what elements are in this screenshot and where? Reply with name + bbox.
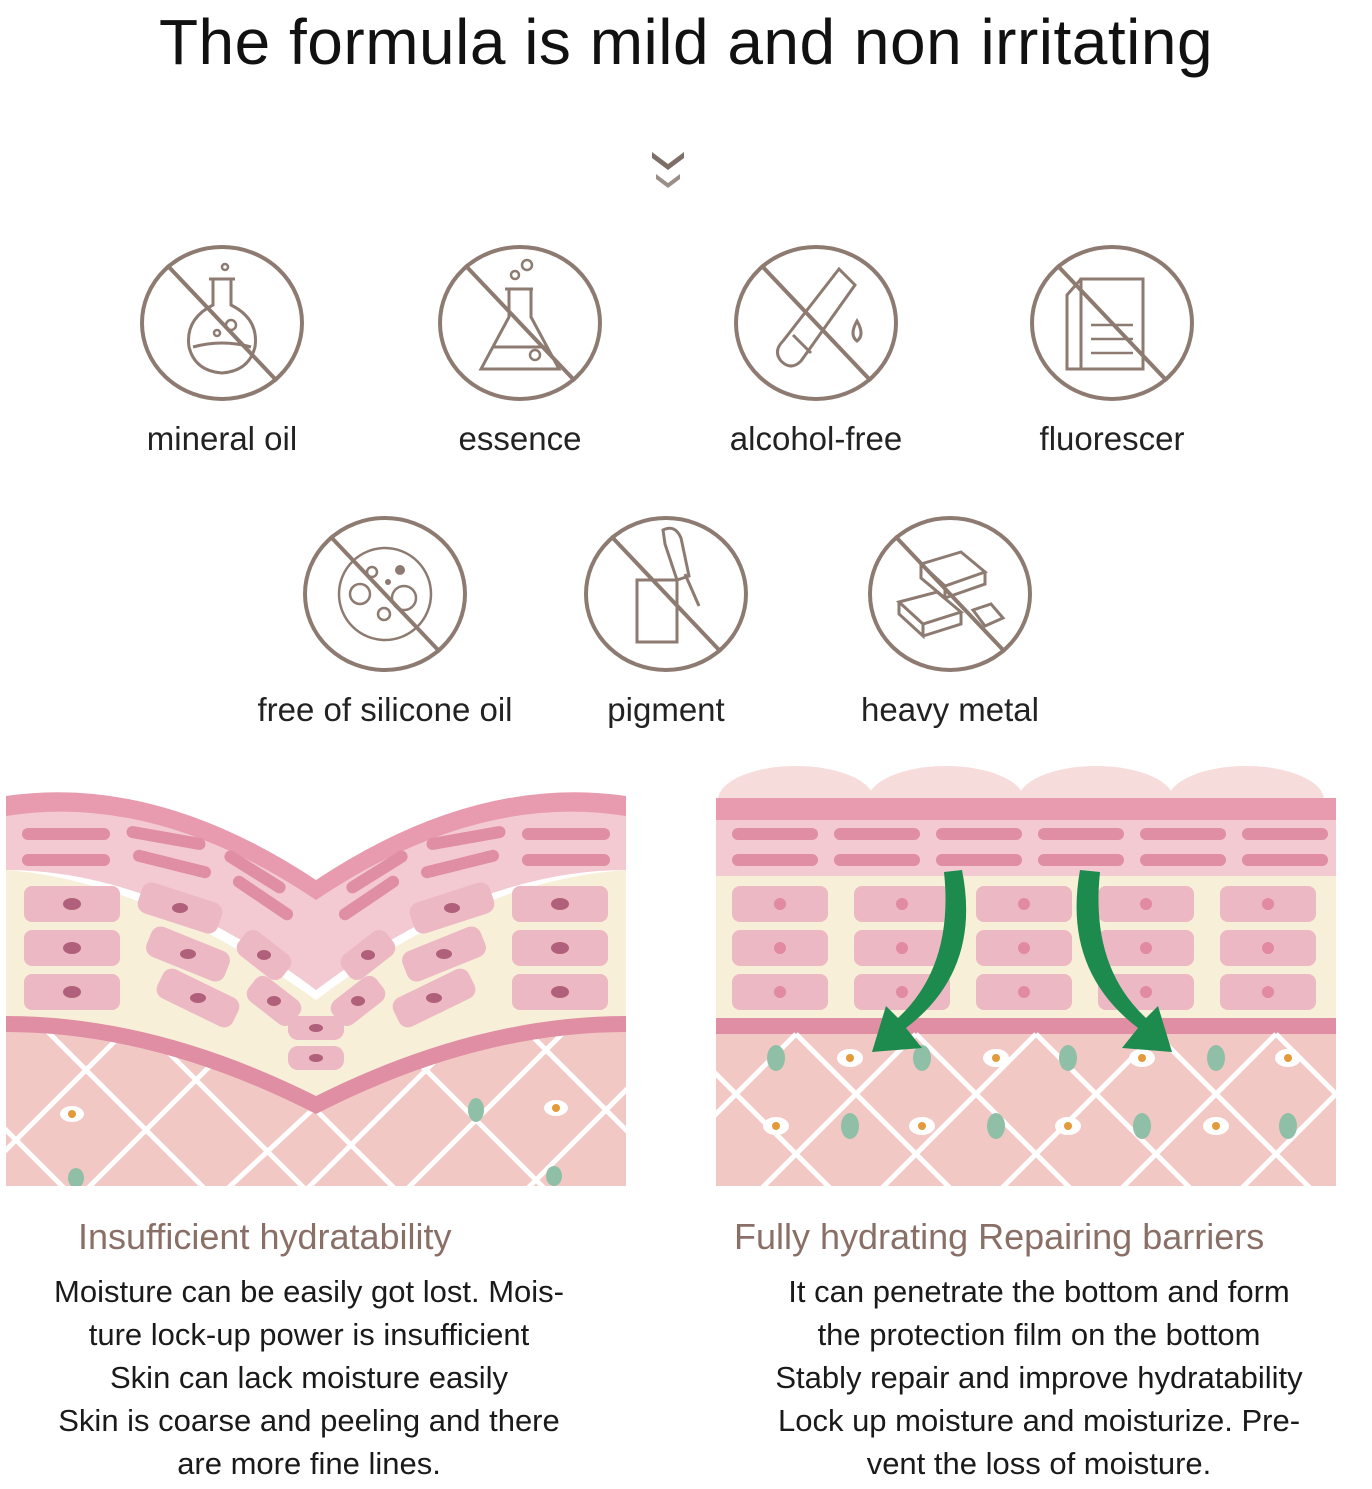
free-from-item-heavy-metal: heavy metal	[820, 514, 1080, 730]
free-from-item-alcohol-free: alcohol-free	[686, 243, 946, 459]
dropper-bottle-crossed-icon	[584, 516, 748, 672]
free-from-item-fluorescer: fluorescer	[982, 243, 1242, 459]
description-line: Stably repair and improve hydratability	[775, 1360, 1303, 1395]
document-crossed-icon	[1030, 245, 1194, 401]
panel-description-right: It can penetrate the bottom and form the…	[722, 1270, 1356, 1485]
bubbles-crossed-icon	[303, 516, 467, 672]
page-title: The formula is mild and non irritating	[158, 6, 1214, 78]
description-line: the protection film on the bottom	[817, 1317, 1261, 1352]
test-tube-crossed-icon	[734, 245, 898, 401]
penetration-arrow-icon	[872, 870, 1172, 1052]
free-from-item-mineral-oil: mineral oil	[92, 243, 352, 459]
panel-title-right: Fully hydrating Repairing barriers	[734, 1216, 1265, 1257]
description-line: Skin can lack moisture easily	[110, 1360, 508, 1395]
free-from-label: free of silicone oil	[257, 691, 513, 728]
free-from-label: fluorescer	[1039, 420, 1185, 457]
skin-hydrated-illustration	[716, 766, 1336, 1186]
description-line: Skin is coarse and peeling and there	[58, 1403, 560, 1438]
flask-crossed-icon	[140, 245, 304, 401]
description-line: Moisture can be easily got lost. Mois-	[54, 1274, 564, 1309]
description-line: are more fine lines.	[177, 1446, 441, 1481]
free-from-item-essence: essence	[390, 243, 650, 459]
description-line: Lock up moisture and moisturize. Pre-	[777, 1403, 1301, 1438]
free-from-label: pigment	[607, 691, 725, 728]
free-from-label: heavy metal	[861, 691, 1039, 728]
metal-bars-crossed-icon	[868, 516, 1032, 672]
double-chevron-down-icon	[652, 152, 684, 188]
free-from-label: essence	[458, 420, 582, 457]
description-line: vent the loss of moisture.	[866, 1446, 1212, 1481]
panel-title-left: Insufficient hydratability	[78, 1216, 452, 1257]
free-from-item-silicone-oil: free of silicone oil	[255, 514, 515, 730]
skin-dry-illustration	[6, 792, 626, 1186]
free-from-item-pigment: pigment	[536, 514, 796, 730]
description-line: ture lock-up power is insufficient	[88, 1317, 530, 1352]
free-from-label: alcohol-free	[729, 420, 903, 457]
beaker-crossed-icon	[438, 245, 602, 401]
description-line: It can penetrate the bottom and form	[788, 1274, 1290, 1309]
free-from-label: mineral oil	[146, 420, 298, 457]
panel-description-left: Moisture can be easily got lost. Mois- t…	[0, 1270, 618, 1485]
